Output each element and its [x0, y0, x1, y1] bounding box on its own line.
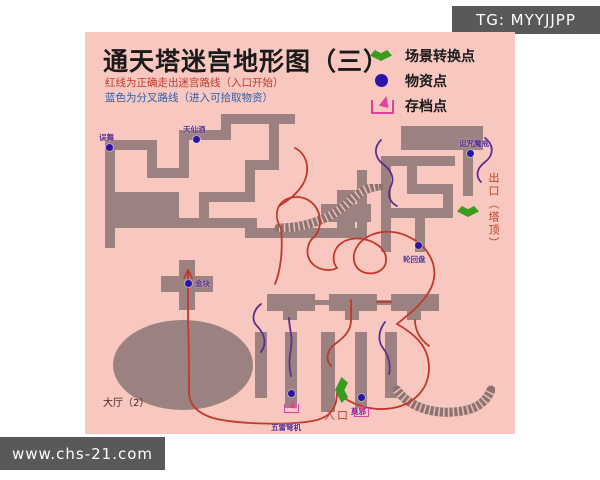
supply-label-moxie: 莫邪 [351, 407, 366, 416]
supply-label-tianxianjiu: 天仙酒 [183, 125, 206, 134]
wall-segment [147, 168, 189, 178]
wall-segment [415, 218, 425, 252]
route-red-main [414, 319, 430, 347]
portal-diamond-icon [365, 50, 397, 61]
route-red-main [274, 227, 283, 285]
legend-label-supply: 物资点 [405, 73, 447, 90]
legend-label-save: 存档点 [405, 98, 447, 115]
wall-segment [245, 160, 279, 170]
wall-segment [285, 332, 297, 408]
supply-dot-icon [467, 150, 474, 157]
wall-segment [221, 114, 295, 124]
wall-segment [179, 130, 189, 178]
supply-dot-icon [288, 390, 295, 397]
wall-segment [385, 332, 397, 398]
area-label-hall-2: 大厅（2） [103, 398, 150, 409]
route-blue-branch [378, 321, 391, 375]
route-blue-branch [288, 317, 293, 377]
portal-diamond-icon [335, 377, 348, 403]
route-red-main [278, 196, 321, 237]
supply-label-lunhuipan: 轮回盘 [403, 255, 426, 264]
legend-item-portal: 场景转换点 [365, 44, 475, 67]
page-title: 通天塔迷宫地形图（三） [103, 47, 390, 76]
route-red-main [326, 319, 352, 367]
wall-room-rect [113, 192, 179, 218]
ladder-lower-right [393, 385, 495, 417]
wall-segment [283, 308, 297, 320]
watermark-bottom: www.chs-21.com [0, 437, 165, 470]
wall-segment [443, 184, 453, 218]
wall-segment [245, 228, 367, 238]
supply-label-wuleinuji: 五雷弩机 [271, 423, 301, 432]
ladder-upper-right [274, 184, 384, 232]
wall-segment [381, 156, 455, 166]
save-point-icon [354, 403, 369, 417]
wall-segment [407, 184, 453, 194]
wall-segment [105, 140, 115, 248]
legend-item-supply: 物资点 [365, 69, 475, 92]
route-red-main [306, 235, 338, 271]
wall-segment [463, 144, 473, 196]
wall-segment [245, 160, 255, 202]
route-blue-branch [375, 139, 398, 207]
supply-dot-icon [415, 242, 422, 249]
wall-segment [381, 156, 391, 252]
wall-room-rect [329, 294, 377, 311]
legend: 场景转换点 物资点 存档点 [365, 44, 475, 119]
route-red-main [352, 230, 436, 325]
wall-segment [105, 140, 157, 150]
wall-segment [199, 192, 255, 202]
maze-map-card: 通天塔迷宫地形图（三） 红线为正确走出迷宫路线（入口开始） 蓝色为分叉路线（进入… [85, 32, 515, 434]
supply-dot-icon [365, 74, 397, 87]
route-overlay [183, 137, 493, 425]
route-blue-branch [476, 137, 493, 183]
route-red-arrow [183, 269, 193, 279]
route-red-main [336, 323, 430, 410]
save-point-icon [284, 399, 299, 413]
route-red-main [332, 237, 380, 269]
route-red-main [278, 147, 309, 207]
route-blue-branch [252, 303, 266, 353]
wall-segment [147, 140, 157, 176]
wall-segment [221, 114, 231, 140]
wall-segment [407, 308, 421, 320]
legend-item-save: 存档点 [365, 94, 475, 117]
supply-label-jinkuai: 金块 [195, 279, 210, 288]
wall-segment [179, 130, 231, 140]
hall-area-2 [113, 320, 253, 410]
wall-segment [381, 208, 453, 218]
portal-label-entry: 入口 [324, 409, 350, 422]
map-notes: 红线为正确走出迷宫路线（入口开始） 蓝色为分叉路线（进入可拾取物资） [105, 76, 284, 106]
wall-segment [355, 332, 367, 408]
save-point-icon [365, 94, 397, 114]
wall-segment [105, 218, 257, 228]
route-red-main [275, 205, 282, 229]
supply-label-wuwu: 误舞 [99, 133, 114, 142]
wall-segment [345, 308, 359, 320]
supply-dot-icon [106, 144, 113, 151]
legend-label-portal: 场景转换点 [405, 48, 475, 65]
wall-segment [199, 192, 209, 228]
note-blue-line: 蓝色为分叉路线（进入可拾取物资） [105, 92, 273, 105]
wall-segment [321, 368, 335, 412]
supply-dot-icon [358, 394, 365, 401]
wall-segment [407, 156, 417, 194]
wall-segment [315, 300, 331, 305]
portal-label-exit: 出口（塔顶） [487, 172, 500, 250]
route-red-main [188, 391, 338, 425]
wall-room-rect [267, 294, 315, 311]
wall-room-rect [391, 294, 439, 311]
note-red-line: 红线为正确走出迷宫路线（入口开始） [105, 77, 284, 89]
supply-label-zuzhoumojie: 诅咒魔戒 [459, 139, 489, 148]
supply-dot-icon [193, 136, 200, 143]
watermark-top: TG: MYYJJPP [452, 6, 600, 34]
portal-diamond-icon [457, 206, 479, 217]
supply-dot-icon [185, 280, 192, 287]
wall-segment [269, 114, 279, 170]
route-red-main [187, 289, 190, 393]
